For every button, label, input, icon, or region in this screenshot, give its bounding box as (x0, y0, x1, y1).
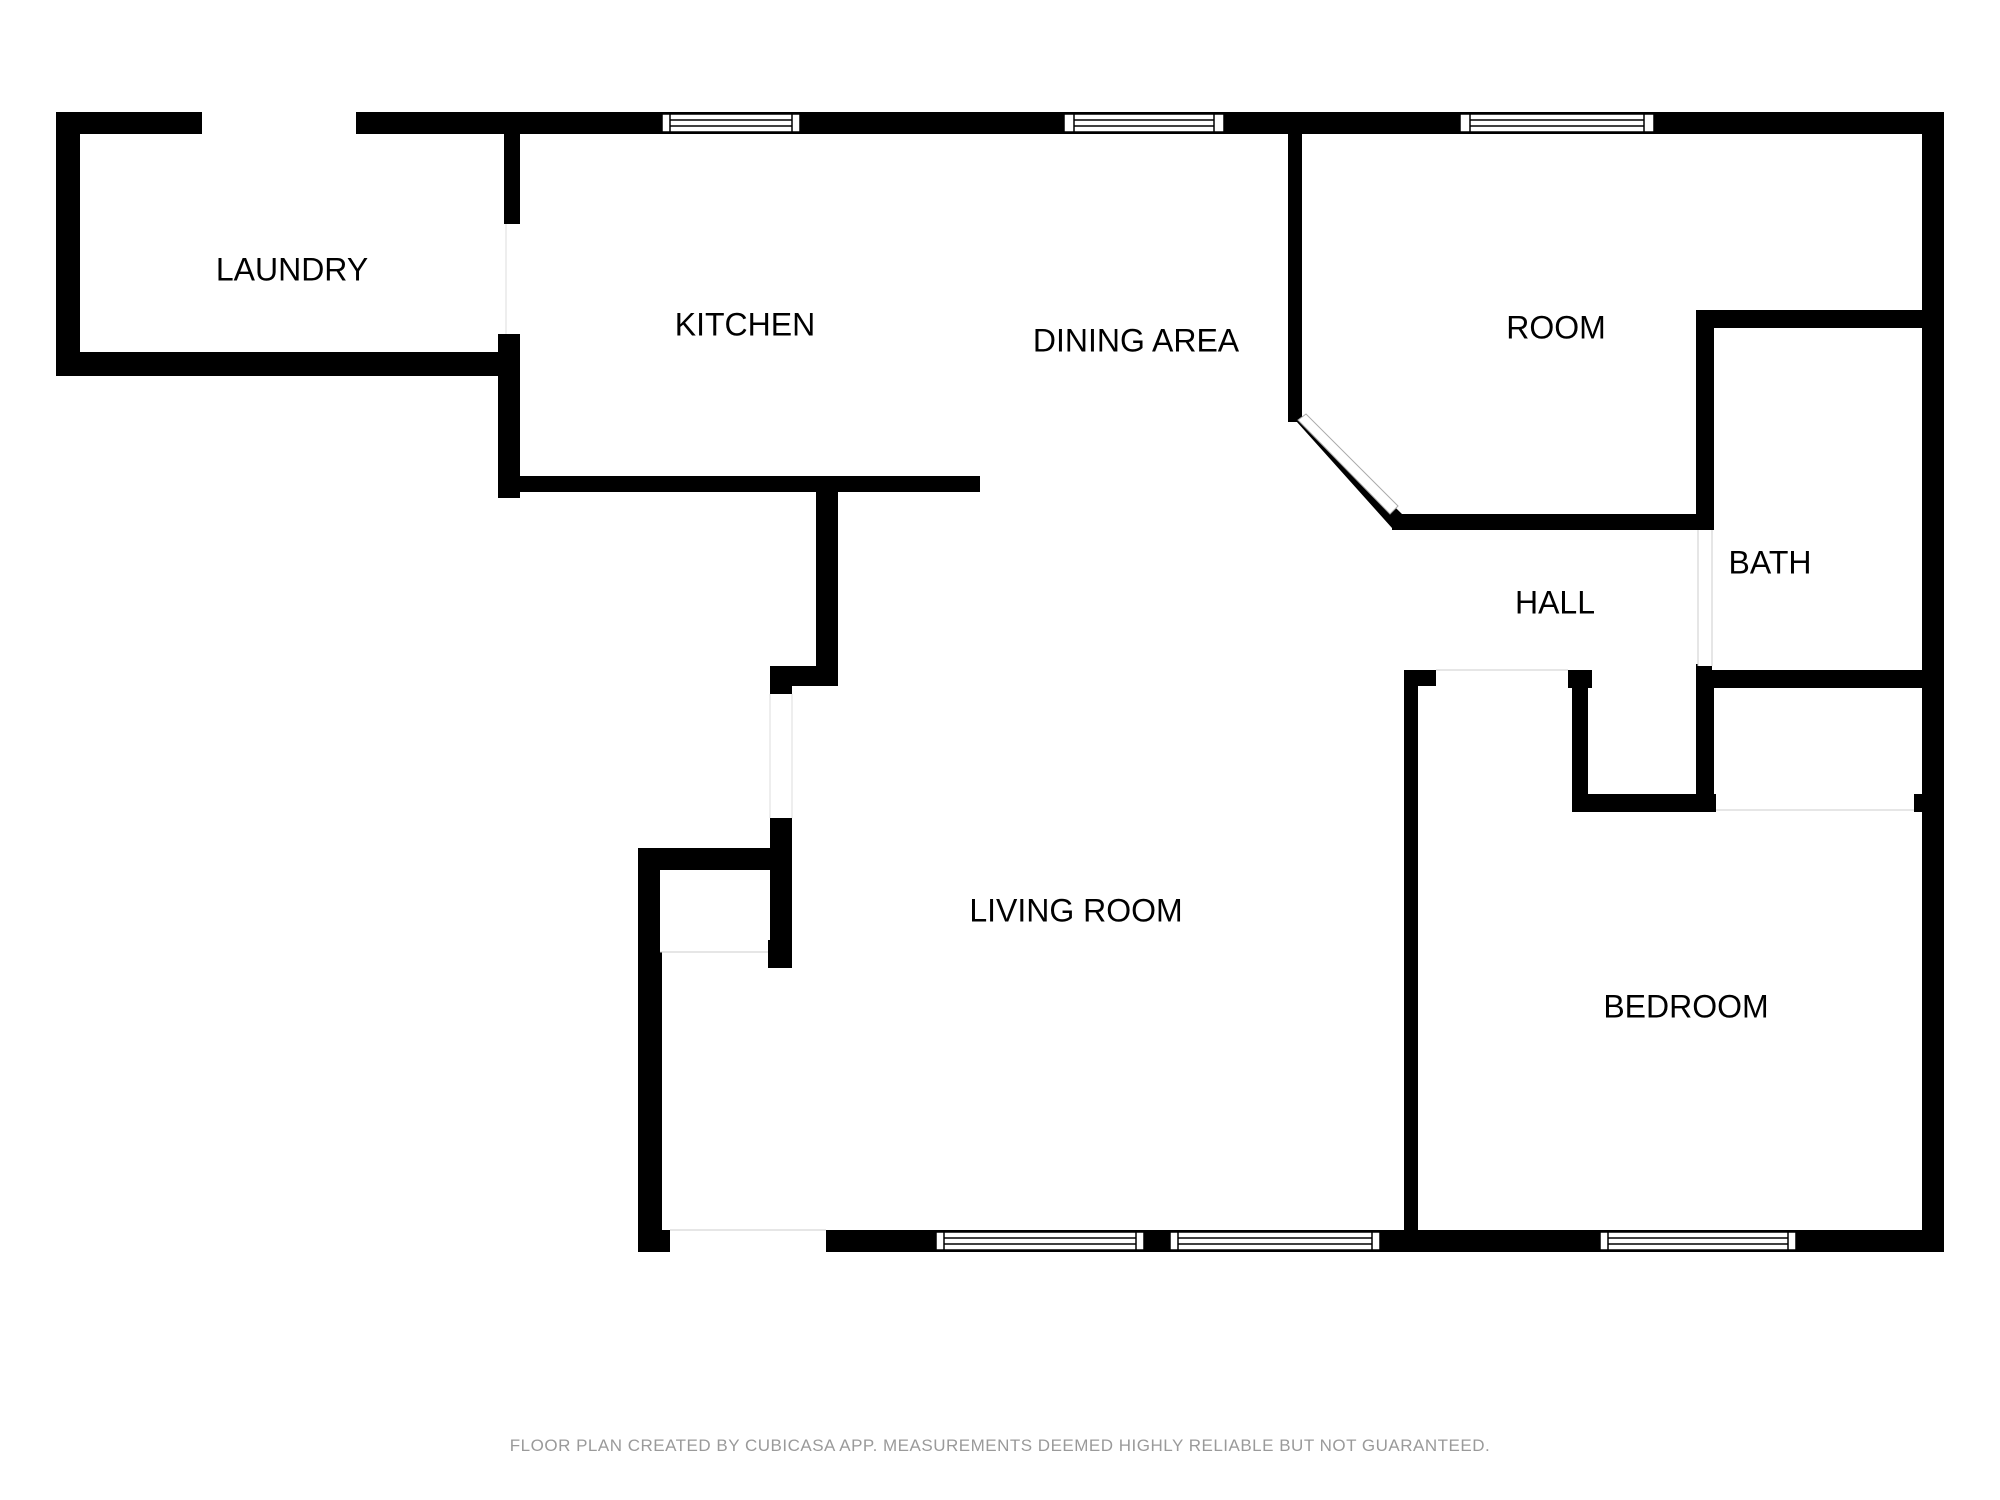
doorways (202, 112, 1914, 1231)
window-living-right (1169, 1231, 1381, 1251)
room-label-hall: HALL (1515, 584, 1595, 620)
window-living-left (935, 1231, 1145, 1251)
room-label-dining-area: DINING AREA (1033, 322, 1240, 358)
room-label-bedroom: BEDROOM (1603, 988, 1768, 1024)
window-room (1459, 113, 1655, 133)
room-label-room: ROOM (1506, 309, 1606, 345)
window-kitchen (661, 113, 801, 133)
window-bedroom (1599, 1231, 1797, 1251)
windows (661, 113, 1797, 1251)
room-label-laundry: LAUNDRY (216, 251, 368, 287)
footer-disclaimer: FLOOR PLAN CREATED BY CUBICASA APP. MEAS… (509, 1436, 1491, 1455)
room-labels: LAUNDRY KITCHEN DINING AREA ROOM BATH HA… (216, 251, 1812, 1024)
interior-walls (1288, 112, 1944, 1250)
room-label-bath: BATH (1729, 544, 1812, 580)
window-dining (1063, 113, 1225, 133)
room-label-kitchen: KITCHEN (675, 306, 815, 342)
room-label-living-room: LIVING ROOM (969, 892, 1182, 928)
